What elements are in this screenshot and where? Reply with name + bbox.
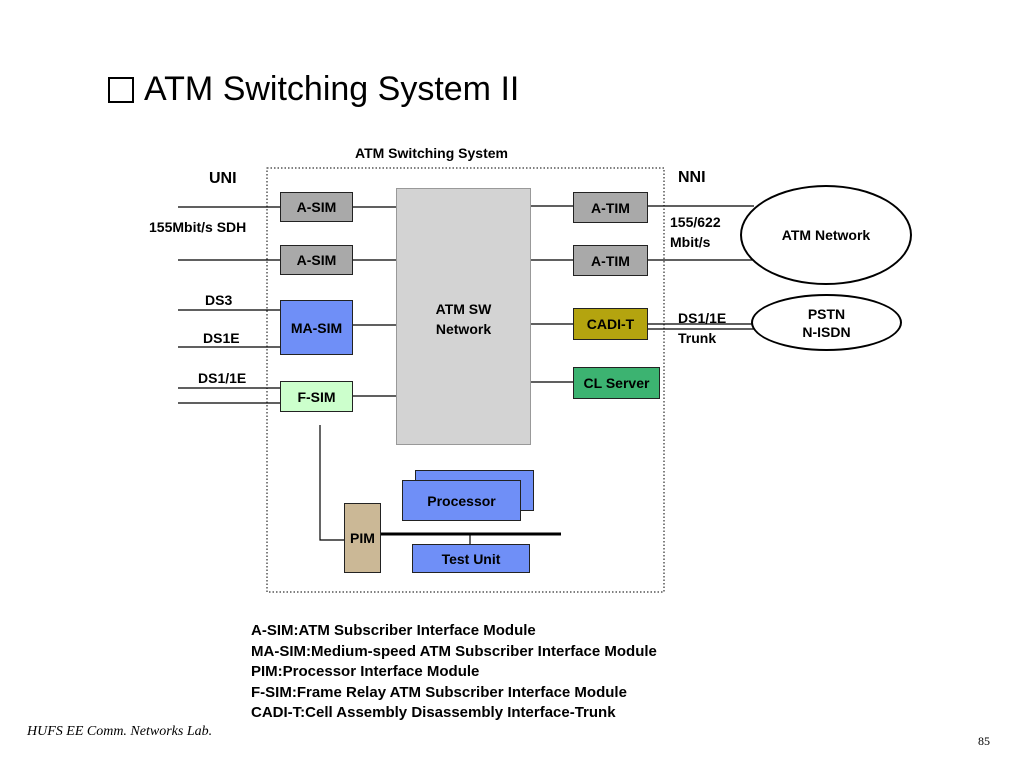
nni-rate-line-2: Mbit/s: [670, 234, 711, 250]
nni-label: NNI: [678, 169, 706, 186]
f-sim-module: F-SIM: [280, 381, 353, 412]
system-boundary: [266, 167, 665, 593]
legend-item: A-SIM:ATM Subscriber Interface Module: [251, 622, 536, 639]
legend-item: MA-SIM:Medium-speed ATM Subscriber Inter…: [251, 642, 657, 660]
a-sim-module-1: A-SIM: [280, 192, 353, 222]
trunk-label: DS1/1E Trunk: [678, 308, 726, 348]
atm-network-cloud: ATM Network: [740, 185, 912, 285]
ds3-label: DS3: [205, 292, 233, 308]
ds1-1e-uni-label: DS1/1E: [198, 370, 247, 386]
abbreviation-legend: A-SIM:ATM Subscriber Interface Module MA…: [251, 621, 657, 724]
cadi-t-module: CADI-T: [573, 308, 648, 340]
switch-label-1: ATM SW: [435, 301, 492, 317]
a-tim-module-2: A-TIM: [573, 245, 648, 276]
pstn-network-cloud: PSTN N-ISDN: [751, 294, 902, 351]
trunk-line-1-text: DS1/1E: [678, 310, 727, 326]
switch-label-2: Network: [435, 321, 492, 337]
ds1e-label: DS1E: [203, 330, 240, 346]
system-label: ATM Switching System: [355, 145, 508, 161]
a-tim-module-1: A-TIM: [573, 192, 648, 223]
pim-module: PIM: [344, 503, 381, 573]
nni-rate-line-1: 155/622: [670, 214, 721, 230]
processor-module: Processor: [402, 480, 521, 521]
pstn-label-2: N-ISDN: [802, 323, 851, 340]
slide-title-text: ATM Switching System II: [144, 70, 520, 108]
footer-lab-name: HUFS EE Comm. Networks Lab.: [27, 724, 213, 739]
pstn-label-1: PSTN: [807, 305, 846, 322]
slide-title: ATM Switching System II: [108, 70, 519, 109]
legend-item: PIM:Processor Interface Module: [251, 663, 480, 680]
nni-rate-label: 155/622 Mbit/s: [670, 212, 721, 252]
trunk-line-2-text: Trunk: [678, 330, 717, 346]
legend-item: CADI-T:Cell Assembly Disassembly Interfa…: [251, 704, 616, 721]
atm-switch-network: ATM SW Network: [396, 188, 531, 445]
test-unit-module: Test Unit: [412, 544, 530, 573]
page-number: 85: [978, 734, 990, 748]
sdh-rate-label: 155Mbit/s SDH: [149, 219, 247, 235]
legend-item: F-SIM:Frame Relay ATM Subscriber Interfa…: [251, 683, 627, 701]
checkbox-bullet-icon: [108, 76, 134, 103]
cl-server-module: CL Server: [573, 367, 660, 399]
ma-sim-module: MA-SIM: [280, 300, 353, 355]
pim-feed-line: [319, 425, 344, 541]
uni-label: UNI: [209, 170, 237, 187]
a-sim-module-2: A-SIM: [280, 245, 353, 275]
